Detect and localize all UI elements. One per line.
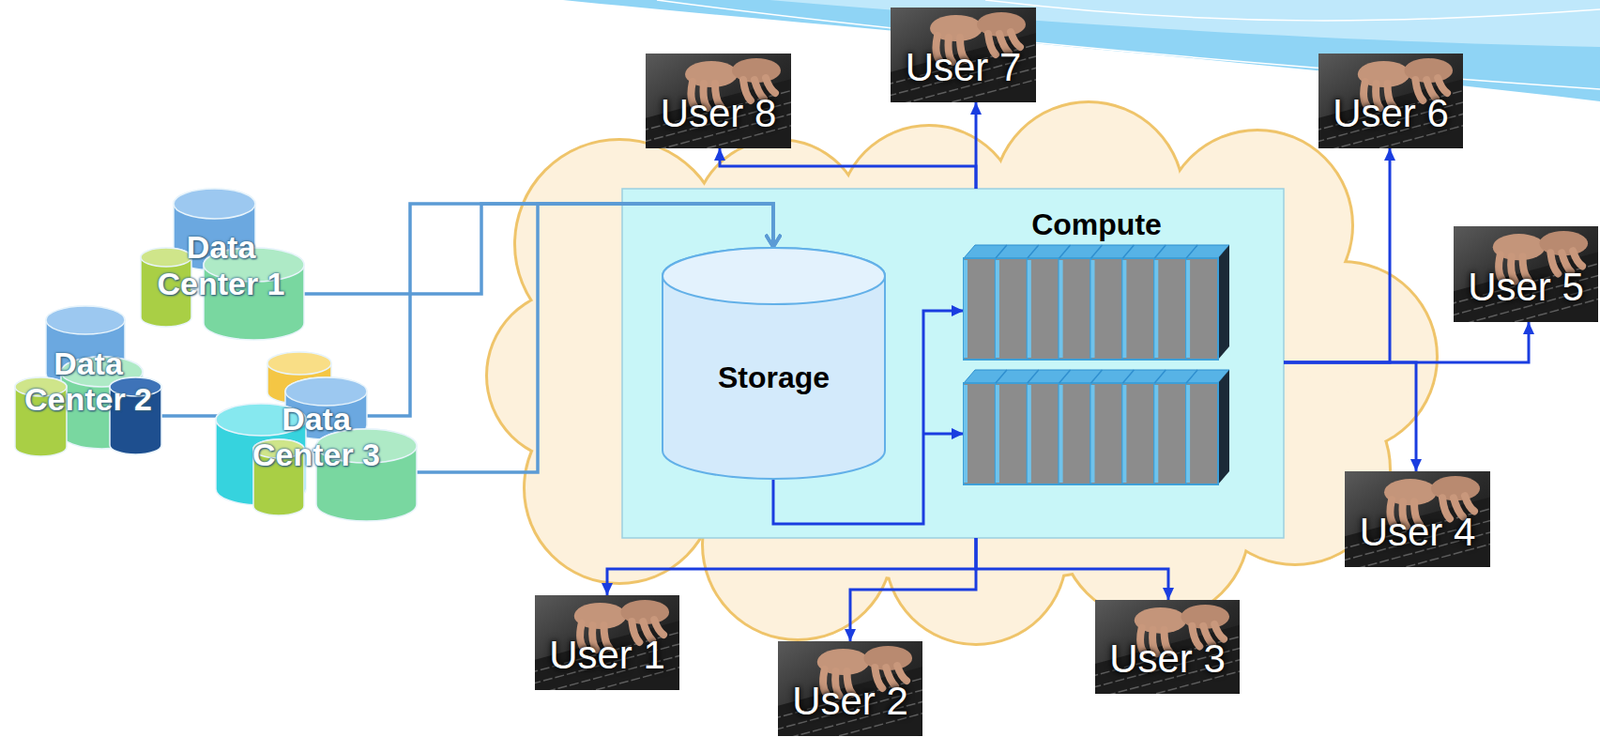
group-heading: Compute	[963, 207, 1230, 243]
cloud-fill	[487, 103, 1436, 643]
compute-cluster: Compute	[963, 188, 1284, 538]
user-photo	[869, 7, 1068, 141]
user-terminal: User 6	[1318, 53, 1463, 149]
data-center: Data Center 2	[15, 305, 162, 457]
connector	[850, 537, 976, 641]
cylinder-top	[267, 351, 332, 375]
database-cluster	[15, 305, 162, 457]
user-photo	[1297, 53, 1495, 187]
node-label: User 6	[1332, 91, 1449, 136]
cylinder-top	[45, 305, 125, 335]
node-label: User 1	[548, 633, 666, 677]
user-terminal: User 2	[777, 640, 923, 736]
database-cluster	[140, 188, 305, 340]
node-label: Data Center 3	[245, 400, 387, 473]
connector	[1283, 362, 1417, 472]
node-label: User 8	[660, 91, 778, 136]
node-label: User 3	[1109, 637, 1226, 681]
user-terminal: User 8	[645, 53, 792, 149]
branch-line	[923, 432, 964, 436]
connector	[975, 537, 1169, 600]
node-label: Storage	[717, 360, 830, 396]
header-line	[985, 0, 1600, 21]
data-center: Data Center 1	[137, 188, 305, 342]
user-photo	[1432, 226, 1600, 362]
cylinder-body	[662, 247, 885, 479]
node-label: Data Center 2	[17, 345, 159, 417]
database-cluster	[215, 351, 417, 521]
node-label: Data Center 1	[151, 228, 292, 301]
node-label: User 5	[1467, 265, 1585, 309]
user-photo	[757, 640, 955, 737]
user-terminal: User 5	[1453, 226, 1599, 322]
user-photo	[1324, 471, 1523, 607]
connector	[1283, 321, 1529, 363]
cylinder-top	[140, 247, 192, 267]
connector	[607, 537, 976, 595]
user-photo	[624, 53, 823, 187]
user-terminal: User 4	[1344, 471, 1491, 567]
cylinder-top	[173, 188, 256, 219]
user-photo	[514, 594, 712, 729]
node-label: User 4	[1359, 510, 1477, 554]
node-label: User 2	[792, 679, 909, 723]
connector	[1283, 148, 1390, 363]
connector	[719, 148, 976, 189]
node-label: User 7	[905, 45, 1022, 90]
cylinder-top	[662, 247, 885, 305]
data-center: Data Center 3	[215, 351, 417, 521]
user-terminal: User 3	[1095, 599, 1240, 694]
user-terminal: User 1	[534, 594, 680, 690]
server-rack	[963, 369, 1230, 485]
storage-cylinder: Storage	[661, 246, 886, 480]
user-photo	[1074, 599, 1272, 732]
user-terminal: User 7	[890, 7, 1037, 103]
cloud-platform-panel	[622, 188, 1284, 538]
server-rack	[963, 244, 1230, 360]
cloud-outline	[487, 103, 1436, 643]
